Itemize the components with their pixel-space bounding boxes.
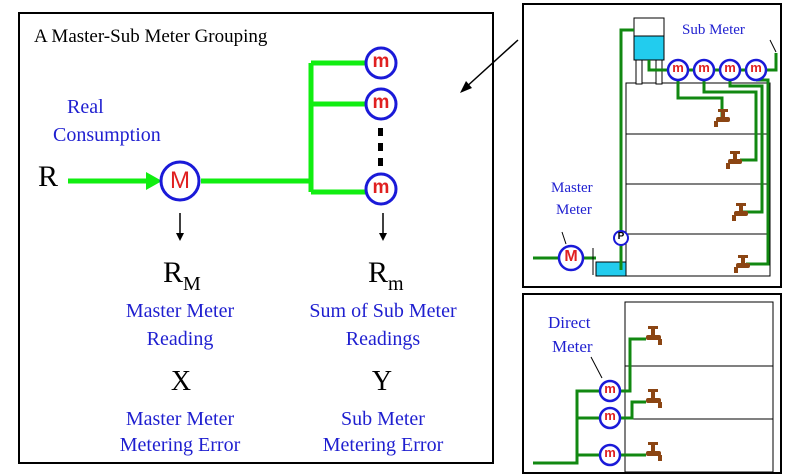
roof-tank-leg-right — [655, 59, 663, 85]
direct-faucet-icon-3 — [646, 442, 662, 461]
rm-sub-sub: m — [388, 273, 404, 295]
building-sub-meter-icon-2 — [692, 58, 716, 82]
master-reading-line2: Reading — [146, 328, 214, 350]
riser-pipe — [619, 28, 634, 270]
sub-meter-glyph-3: m — [372, 177, 390, 198]
y-symbol: Y — [371, 366, 393, 397]
direct-meter-pointer — [590, 356, 603, 379]
direct-feed-pipe-2 — [619, 400, 646, 420]
feed-pipe-1 — [676, 80, 724, 118]
direct-meter-icon-1 — [598, 379, 622, 403]
pump-glyph: P — [617, 231, 625, 242]
direct-feed-pipe-1 — [619, 337, 646, 393]
building-outline — [625, 82, 771, 277]
building-sub-meter-icon-4 — [744, 58, 768, 82]
direct-meter-glyph-1: m — [604, 381, 616, 396]
direct-faucet-icon-1 — [646, 326, 662, 345]
direct-building-outline — [624, 301, 774, 473]
building-sub-meter-icon-1 — [666, 58, 690, 82]
direct-faucet-icon-2 — [646, 389, 662, 408]
rm-master-sub: M — [183, 273, 201, 295]
sub-meter-icon-1 — [364, 46, 398, 80]
building-sub-glyph-3: m — [724, 60, 736, 75]
sub-meter-glyph-1: m — [372, 51, 390, 72]
sub-error-line1: Sub Meter — [341, 408, 425, 430]
direct-supply-pipe — [533, 389, 601, 465]
rm-master-symbol: RM — [163, 256, 201, 295]
real-consumption-label-line2: Consumption — [53, 124, 161, 146]
sub-meter-icon-3 — [364, 172, 398, 206]
feed-pipe-2 — [702, 80, 758, 162]
master-sub-meter-panel — [18, 12, 494, 464]
direct-meter-panel — [522, 293, 782, 474]
building-sub-glyph-4: m — [750, 60, 762, 75]
sub-down-arrowhead — [379, 233, 387, 241]
faucet-icon-2 — [726, 151, 742, 169]
ellipsis-dot-2 — [378, 143, 383, 151]
diagram-title: A Master-Sub Meter Grouping — [34, 26, 268, 47]
feed-pipe-3 — [728, 80, 764, 214]
direct-meter-icon-2 — [598, 406, 622, 430]
sub-error-line2: Metering Error — [322, 434, 444, 456]
building-sub-glyph-2: m — [698, 60, 710, 75]
input-arrowhead — [146, 172, 162, 190]
sub-meter-glyph-2: m — [372, 92, 390, 113]
building-master-glyph: M — [564, 248, 578, 265]
master-reading-line1: Master Meter — [125, 300, 235, 322]
rm-master-base: R — [163, 256, 184, 289]
pointer-arrow-line — [463, 39, 519, 90]
pump-icon — [613, 230, 629, 246]
sub-reading-line1: Sum of Sub Meter — [309, 300, 457, 322]
pointer-arrowhead — [460, 81, 472, 93]
direct-meter-label-line2: Meter — [552, 337, 593, 356]
roof-tank-water-icon — [633, 35, 665, 61]
x-symbol: X — [170, 366, 192, 397]
ground-tank-icon — [595, 261, 627, 277]
master-error-line1: Master Meter — [125, 408, 235, 430]
feed-pipe-4 — [746, 78, 770, 266]
roof-tank-leg-left — [635, 59, 643, 85]
master-meter-pointer — [561, 231, 567, 245]
faucet-icon-1 — [714, 109, 730, 127]
building-master-label-line1: Master — [551, 180, 593, 196]
building-master-meter-icon — [557, 244, 585, 272]
sub-meter-pointer — [769, 39, 777, 53]
ellipsis-dot-3 — [378, 158, 383, 166]
r-symbol: R — [38, 160, 59, 193]
sub-meter-icon-2 — [364, 87, 398, 121]
ellipsis-dot-1 — [378, 128, 383, 136]
master-down-arrowhead — [176, 233, 184, 241]
direct-meter-label-line1: Direct — [548, 313, 591, 332]
building-sub-meter-icon-3 — [718, 58, 742, 82]
building-master-label-line2: Meter — [556, 202, 592, 218]
direct-meter-glyph-3: m — [604, 445, 616, 460]
real-consumption-label-line1: Real — [67, 96, 104, 118]
sub-meter-label: Sub Meter — [682, 22, 745, 38]
rm-sub-symbol: Rm — [368, 256, 404, 295]
sub-reading-line2: Readings — [345, 328, 421, 350]
faucet-icon-4 — [734, 255, 750, 273]
master-meter-glyph: M — [170, 167, 190, 194]
master-error-line2: Metering Error — [119, 434, 241, 456]
faucet-icon-3 — [732, 203, 748, 221]
direct-meter-icon-3 — [598, 443, 622, 467]
building-sub-glyph-1: m — [672, 60, 684, 75]
direct-meter-glyph-2: m — [604, 408, 616, 423]
master-meter-icon — [159, 160, 201, 202]
rm-sub-base: R — [368, 256, 389, 289]
